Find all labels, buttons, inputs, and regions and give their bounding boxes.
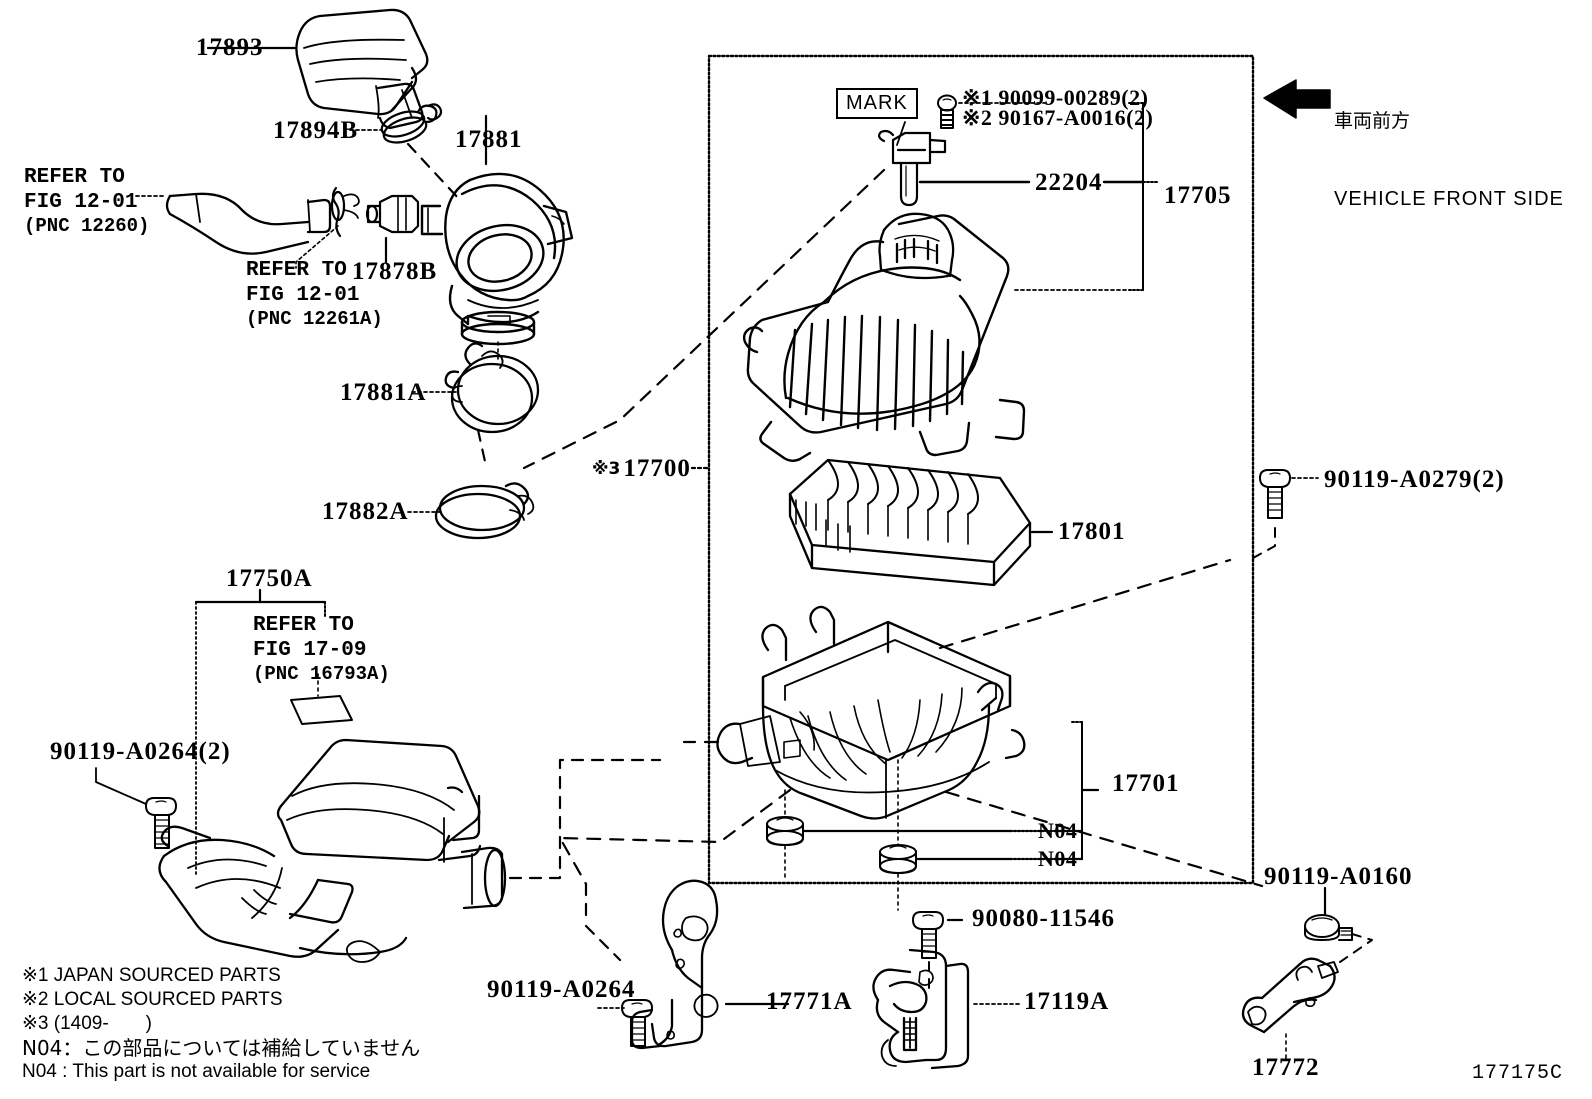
part-label-17881: 17881 [455,126,523,153]
reference-line-2: FIG 17-09 [253,639,367,662]
part-label-17801: 17801 [1058,518,1126,545]
vehicle-front-note: 車両前方 VEHICLE FRONT SIDE [1334,56,1564,264]
part-label-17772: 17772 [1252,1054,1320,1081]
part-label-17882a: 17882A [322,498,409,525]
footnote-line-4: N04：この部品については補給していません [22,1036,421,1060]
part-label-17119a: 17119A [1024,988,1110,1015]
fastener-label-90099-00289: ※1 90099-00289(2) [962,85,1149,110]
reference-line-1: REFER TO [246,259,347,282]
part-label-17700: 17700 [623,455,691,482]
figure-id: 177175C [1472,1062,1564,1085]
mark-callout-box: MARK [836,88,918,119]
part-label-17705: 17705 [1164,182,1232,209]
reference-pnc-12260: REFER TO FIG 12-01 (PNC 12260) [24,165,149,237]
footnotes-block: ※1 JAPAN SOURCED PARTS ※2 LOCAL SOURCED … [22,964,420,1084]
part-label-17878b: 17878B [352,258,438,285]
reference-pnc-16793a: REFER TO FIG 17-09 (PNC 16793A) [253,613,390,685]
part-label-22204: 22204 [1035,169,1103,196]
fastener-label-90119-a0264-left: 90119-A0264(2) [50,738,231,765]
reference-pnc-12261a: REFER TO FIG 12-01 (PNC 12261A) [246,258,383,330]
fastener-label-90080-11546: 90080-11546 [972,905,1115,932]
part-label-17894b: 17894B [273,117,359,144]
fastener-label-90119-a0279: 90119-A0279(2) [1324,466,1505,493]
reference-line-3: (PNC 16793A) [253,663,390,685]
footnote-marker-3: ※3 [592,459,621,479]
reference-line-2: FIG 12-01 [246,284,360,307]
footnote-line-2: ※2 LOCAL SOURCED PARTS [22,989,283,1010]
part-label-17771a: 17771A [766,988,853,1015]
part-label-n04-lower: N04 [1038,846,1078,871]
reference-line-3: (PNC 12261A) [246,308,383,330]
reference-line-2: FIG 12-01 [24,191,138,214]
footnote-line-3: ※3 (1409- ) [22,1013,152,1034]
fastener-label-90167-a0016: ※2 90167-A0016(2) [962,105,1154,130]
vehicle-front-arrow-icon [1263,79,1331,119]
part-label-17750a: 17750A [226,565,313,592]
footnote-line-5: N04 : This part is not available for ser… [22,1061,371,1082]
vehicle-front-note-japanese: 車両前方 [1334,110,1411,132]
main-assembly-frame [707,54,1255,885]
reference-line-1: REFER TO [253,614,354,637]
part-label-17881a: 17881A [340,379,427,406]
footnote-line-1: ※1 JAPAN SOURCED PARTS [22,965,281,986]
fastener-label-90119-a0264-bottom: 90119-A0264 [487,976,636,1003]
part-label-17893: 17893 [196,34,264,61]
fastener-label-90119-a0160: 90119-A0160 [1264,863,1413,890]
part-label-17701: 17701 [1112,770,1180,797]
vehicle-front-note-english: VEHICLE FRONT SIDE [1334,188,1564,210]
reference-line-3: (PNC 12260) [24,215,150,237]
reference-line-1: REFER TO [24,166,125,189]
part-label-n04-upper: N04 [1038,818,1078,843]
